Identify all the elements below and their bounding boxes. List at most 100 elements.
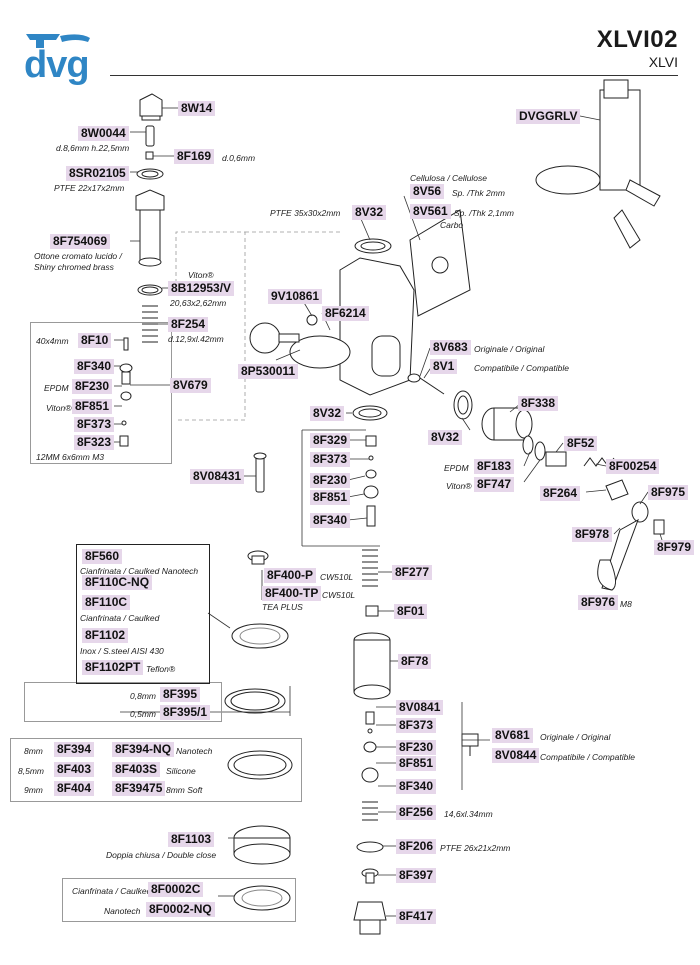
part-note: Cianfrinata / Caulked xyxy=(72,886,152,896)
part-label: 8F754069 xyxy=(50,234,111,249)
oring-viton xyxy=(137,284,163,296)
part-label: 8V0844 xyxy=(492,748,540,763)
part-label: 8F560 xyxy=(82,549,123,564)
part-label: 8W14 xyxy=(178,101,216,116)
part-label: 9V10861 xyxy=(268,289,323,304)
gasket-8v32-middle xyxy=(352,405,388,421)
part-note: Nanotech xyxy=(176,746,213,756)
part-label: 8V561 xyxy=(410,204,451,219)
stem-8v08431 xyxy=(253,452,267,493)
part-note: CW510L xyxy=(322,590,356,600)
part-note: Ottone cromato lucido / xyxy=(34,251,122,261)
part-note: Cianfrinata / Caulked Nanotech xyxy=(80,566,199,576)
part-label: 8F183 xyxy=(474,459,515,474)
part-label: 8V08431 xyxy=(190,469,245,484)
part-label: 8F373 xyxy=(310,452,351,467)
part-note: d.0,6mm xyxy=(222,153,256,163)
oring-8f747 xyxy=(534,441,546,461)
part-label: DVGGRLV xyxy=(516,109,581,124)
part-label: 8F10 xyxy=(78,333,112,348)
part-label: 8V32 xyxy=(310,406,345,421)
part-label: 8F340 xyxy=(396,779,437,794)
gasket-options-box xyxy=(10,738,302,802)
cellulose-gasket-drawing xyxy=(409,209,471,317)
main-body-drawing xyxy=(289,257,415,396)
part-note: Teflon® xyxy=(146,664,176,674)
part-label: 8V56 xyxy=(410,184,445,199)
gasket-8v32-top xyxy=(354,238,392,254)
part-label: 8F277 xyxy=(392,565,433,580)
part-label: 8F110C-NQ xyxy=(82,575,153,590)
part-label: 8F256 xyxy=(396,805,437,820)
part-note: Inox / S.steel AISI 430 xyxy=(80,646,164,656)
part-label: 8F0002-NQ xyxy=(146,902,215,917)
part-label: 8F169 xyxy=(174,149,215,164)
part-note: 0,5mm xyxy=(130,709,156,719)
part-note: EPDM xyxy=(444,463,469,473)
part-label: 8F78 xyxy=(398,654,432,669)
jet-part xyxy=(145,151,154,160)
part-label: 8F338 xyxy=(518,396,559,411)
part-label: 8F230 xyxy=(72,379,113,394)
part-note: EPDM xyxy=(44,383,69,393)
group-head-assembly-drawing xyxy=(535,79,661,249)
part-note: 0,8mm xyxy=(130,691,156,701)
part-note: Viton® xyxy=(446,481,472,491)
part-note: Viton® xyxy=(46,403,72,413)
stem-8f975 xyxy=(631,501,649,523)
part-note: 20,63x2,62mm xyxy=(170,298,227,308)
part-note: 8mm Soft xyxy=(166,785,203,795)
part-note: Silicone xyxy=(166,766,196,776)
part-note: 14,6xl.34mm xyxy=(444,809,493,819)
part-note: Carbo xyxy=(440,220,464,230)
part-note: Cianfrinata / Caulked xyxy=(80,613,160,623)
cap-nut-part xyxy=(139,93,163,121)
part-label: 8F417 xyxy=(396,909,437,924)
body-8f338-drawing xyxy=(481,407,533,441)
piece-8f01 xyxy=(365,605,379,617)
part-label: 8F400-P xyxy=(264,568,317,583)
left-valve-kit-box xyxy=(30,322,172,464)
valve-8f400 xyxy=(247,550,269,565)
part-label: 8B12953/V xyxy=(168,281,235,296)
nut-8f00254 xyxy=(605,479,629,501)
gasket-8f395 xyxy=(224,688,286,714)
part-label: 8F39475 xyxy=(112,781,166,796)
part-label: 8F0002C xyxy=(148,882,204,897)
part-label: 8V683 xyxy=(430,340,471,355)
oring-8f183 xyxy=(522,435,534,455)
part-label: 8V1 xyxy=(430,359,458,374)
brand-name: dvg xyxy=(24,44,90,86)
part-label: 8F404 xyxy=(54,781,95,796)
part-note: Cellulosa / Cellulose xyxy=(410,173,488,183)
part-label: 8F52 xyxy=(564,436,598,451)
spring-8f256 xyxy=(362,801,378,821)
part-label: 8F395/1 xyxy=(160,705,211,720)
part-note: Originale / Original xyxy=(474,344,545,354)
part-label: 8F395 xyxy=(160,687,201,702)
part-label: 8F6214 xyxy=(322,306,369,321)
part-label: 8F400-TP xyxy=(262,586,322,601)
part-note: d.8,6mm h.22,5mm xyxy=(56,143,130,153)
part-label: 8F851 xyxy=(72,399,113,414)
part-note: Sp. /Thk 2,1mm xyxy=(454,208,514,218)
part-label: 8F397 xyxy=(396,868,437,883)
part-label: 8F230 xyxy=(310,473,351,488)
part-label: 8V32 xyxy=(428,430,463,445)
tube-8f52 xyxy=(545,451,567,467)
spring-8f277 xyxy=(362,549,378,587)
manometer-drawing xyxy=(249,322,300,354)
piece-8f397 xyxy=(361,868,379,884)
part-label: 8F264 xyxy=(540,486,581,501)
part-label: 8F323 xyxy=(74,435,115,450)
valve-stack-lower xyxy=(361,711,379,783)
part-note: Viton® xyxy=(188,270,214,280)
part-label: 8P530011 xyxy=(238,364,299,379)
filter-8f0002 xyxy=(233,885,291,911)
filter-options-box xyxy=(62,878,296,922)
part-note: Compatibile / Compatible xyxy=(540,752,635,762)
spring-8f254-part xyxy=(142,305,158,343)
part-label: 8F340 xyxy=(74,359,115,374)
filter-8f1103 xyxy=(233,825,291,865)
